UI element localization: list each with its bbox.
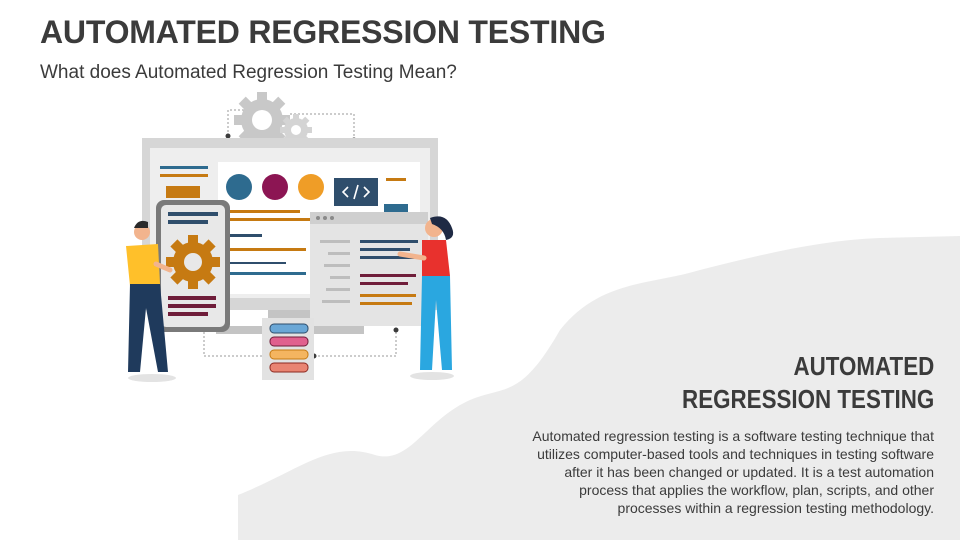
gear-icon — [166, 235, 220, 289]
browser-window — [310, 212, 428, 326]
person-left — [126, 220, 176, 382]
screen-left-lines — [160, 166, 208, 198]
gear-icon — [280, 114, 312, 146]
phone-device — [156, 200, 230, 332]
slide-subtitle: What does Automated Regression Testing M… — [40, 62, 457, 83]
panel-heading: AUTOMATED REGRESSION TESTING — [682, 350, 934, 416]
regression-testing-illustration — [126, 92, 454, 382]
panel-heading-line-2: REGRESSION TESTING — [681, 384, 934, 414]
connector-lines — [203, 109, 397, 357]
server-stack-icon — [262, 318, 314, 380]
gear-icon — [234, 92, 290, 148]
slide-title: AUTOMATED REGRESSION TESTING — [40, 14, 606, 50]
panel-description: Automated regression testing is a softwa… — [532, 428, 934, 516]
code-icon — [341, 184, 371, 200]
person-right — [397, 216, 454, 380]
panel-heading-line-1: AUTOMATED — [793, 351, 934, 381]
